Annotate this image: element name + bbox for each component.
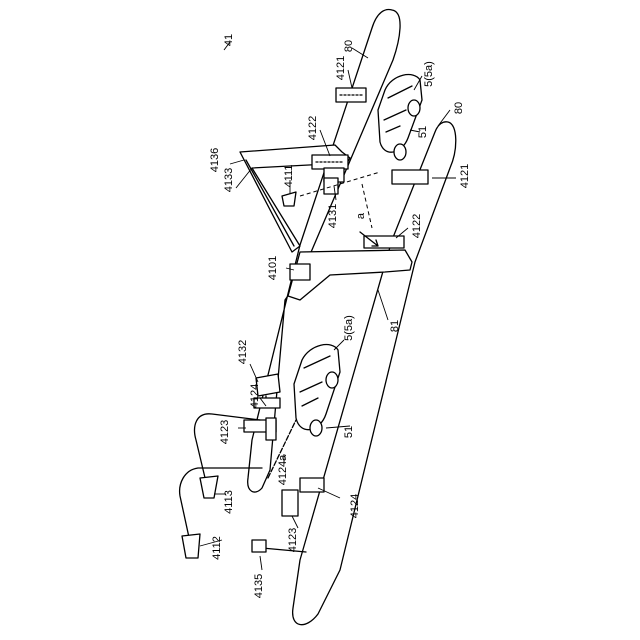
vehicle-upper-label: 5(5a) bbox=[423, 61, 435, 87]
sensor-4121-upper-label: 4121 bbox=[335, 56, 347, 80]
camera-4112 bbox=[182, 534, 200, 558]
unit-4101-label: 4101 bbox=[267, 256, 279, 280]
detection-line-2 bbox=[362, 184, 372, 228]
vehicle-lower-label: 5(5a) bbox=[343, 315, 355, 341]
gantry-label: 4136 bbox=[209, 148, 221, 172]
vehicle-lower bbox=[294, 345, 340, 436]
unit-4123-lower-label: 4123 bbox=[287, 528, 299, 552]
camera-4113 bbox=[200, 476, 218, 498]
unit-4131 bbox=[324, 178, 338, 194]
unit-4124-lower bbox=[300, 478, 324, 492]
island-label: 81 bbox=[389, 320, 401, 332]
unit-4123-post bbox=[266, 418, 276, 440]
camera-4112-label: 4112 bbox=[211, 536, 223, 560]
display-4132-label: 4132 bbox=[237, 340, 249, 364]
sensor-4122-lower bbox=[364, 236, 404, 248]
sensor-4121-lower bbox=[392, 170, 428, 184]
lane-upper-label: 80 bbox=[343, 40, 355, 52]
sensor-4122-lower-label: 4122 bbox=[411, 214, 423, 238]
unit-4123-label: 4123 bbox=[219, 420, 231, 444]
camera-4111 bbox=[282, 192, 296, 206]
figure-number-label: 41 bbox=[223, 34, 235, 46]
vehicle-part-lower-label: 51 bbox=[343, 426, 355, 438]
gantry-arm-label: 4133 bbox=[223, 168, 235, 192]
camera-4113-label: 4113 bbox=[223, 490, 235, 514]
sensor-4122-upper-label: 4122 bbox=[307, 116, 319, 140]
barrier-label: 4124a bbox=[277, 454, 289, 485]
unit-4124-label: 4124 bbox=[249, 384, 261, 408]
vehicle-part-upper-label: 51 bbox=[417, 126, 429, 138]
sensor-4121-lower-label: 4121 bbox=[459, 164, 471, 188]
camera-4111-label: 4111 bbox=[283, 165, 295, 188]
sensor-4122-upper bbox=[312, 155, 348, 169]
sensor-4121-upper bbox=[336, 88, 366, 102]
unit-4131-label: 4131 bbox=[327, 204, 339, 228]
unit-4123-lower bbox=[282, 490, 298, 516]
unit-4124-lower-label: 4124 bbox=[349, 494, 361, 518]
flow-arrow-label: a bbox=[355, 212, 367, 219]
sign-4135-label: 4135 bbox=[253, 574, 265, 598]
unit-4101 bbox=[290, 264, 310, 280]
lane-lower-label: 80 bbox=[453, 102, 465, 114]
